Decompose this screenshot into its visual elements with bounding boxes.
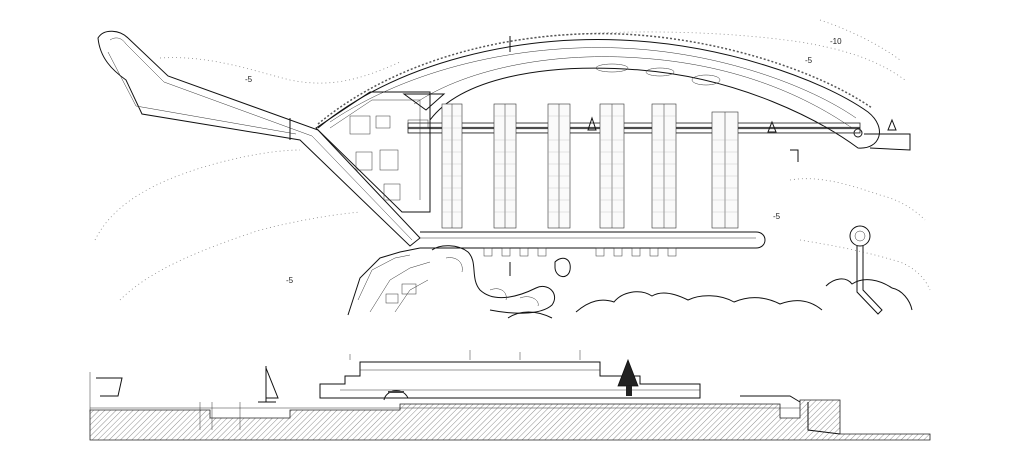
- section-elevation: [89, 350, 931, 441]
- south-pontoon: [420, 231, 766, 257]
- pier-2: [493, 103, 517, 229]
- rocky-coast: [431, 245, 913, 319]
- west-breakwater: [97, 30, 421, 247]
- sailboats: [587, 116, 897, 133]
- pier-1: [441, 103, 463, 229]
- coastline-lower-left: [347, 247, 431, 316]
- depth-label-minus-5: -5: [805, 56, 813, 65]
- lighthouse-pier: [849, 225, 883, 315]
- depth-label-minus-5: -5: [245, 75, 253, 84]
- building-complex: [315, 91, 446, 213]
- depth-label-minus-5: -5: [773, 212, 781, 221]
- depth-label-minus-10: -10: [830, 37, 842, 46]
- site-plan: -10 -5 -5 -5 -5: [94, 19, 931, 319]
- pier-6: [711, 111, 739, 229]
- depth-label-minus-5: -5: [286, 276, 294, 285]
- pier-5: [651, 103, 677, 229]
- pier-3: [547, 103, 571, 229]
- east-curved-breakwater: [317, 32, 911, 151]
- section-markers: [289, 36, 799, 276]
- finger-piers: [441, 103, 739, 229]
- main-walkway: [407, 122, 861, 134]
- pier-4: [599, 103, 625, 229]
